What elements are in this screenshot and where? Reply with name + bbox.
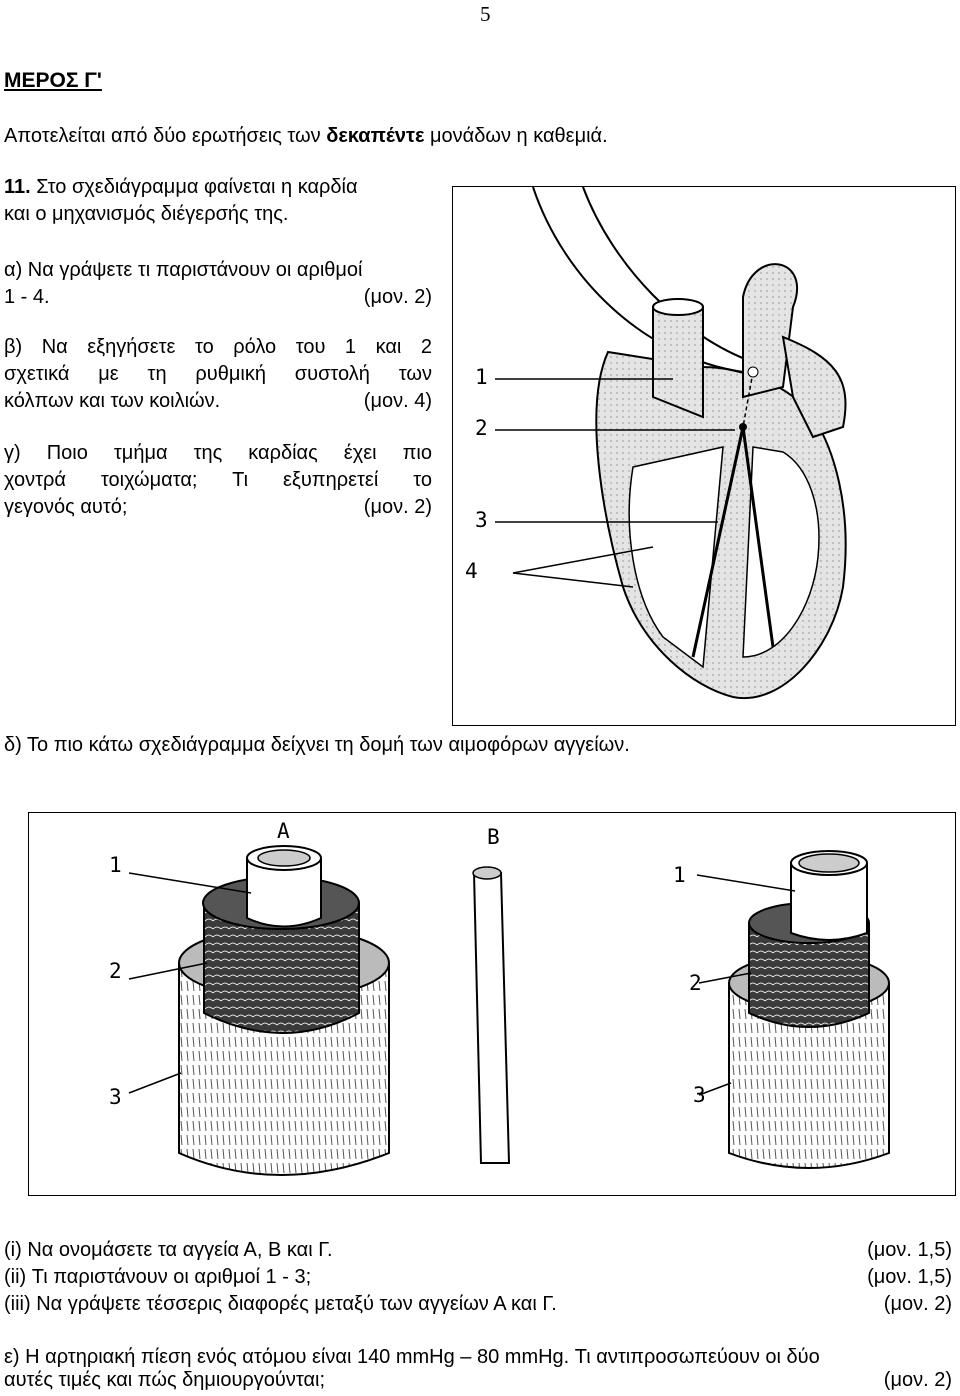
right-number-1: 1 <box>673 863 686 887</box>
b-line-2: σχετικά με τη ρυθμική συστολή των <box>4 363 432 385</box>
heart-diagram: 1 2 3 4 <box>452 186 956 726</box>
right-number-3: 3 <box>693 1083 706 1107</box>
b-line-1: β) Να εξηγήσετε το ρόλο του 1 και 2 <box>4 336 432 358</box>
heart-label-2: 2 <box>475 416 488 440</box>
b-line-3: κόλπων και των κοιλιών. <box>4 390 221 412</box>
d-i-text: (i) Να ονομάσετε τα αγγεία Α, Β και Γ. <box>4 1239 333 1261</box>
e-line-1: ε) Η αρτηριακή πίεση ενός ατόμου είναι 1… <box>4 1346 820 1368</box>
intro-after: μονάδων η καθεμιά. <box>424 125 608 147</box>
heart-label-4: 4 <box>465 559 478 583</box>
question-number: 11. <box>4 176 31 198</box>
intro-bold: δεκαπέντε <box>326 125 425 147</box>
left-number-1: 1 <box>109 853 122 877</box>
page-number: 5 <box>480 2 491 26</box>
d-ii-marks: (μον. 1,5) <box>867 1266 952 1288</box>
question-e: ε) Η αρτηριακή πίεση ενός ατόμου είναι 1… <box>4 1346 952 1392</box>
question-d-ii: (ii) Τι παριστάνουν οι αριθμοί 1 - 3; (μο… <box>4 1266 952 1289</box>
c-line-3: γεγονός αυτό; <box>4 496 128 518</box>
d-i-marks: (μον. 1,5) <box>867 1239 952 1261</box>
heart-label-1: 1 <box>475 365 488 389</box>
question-d-i: (i) Να ονομάσετε τα αγγεία Α, Β και Γ. (μ… <box>4 1239 952 1262</box>
vessels-illustration <box>128 845 890 1176</box>
c-marks: (μον. 2) <box>363 496 432 518</box>
a-marks: (μον. 2) <box>363 286 432 308</box>
heart-illustration <box>495 186 847 700</box>
left-number-3: 3 <box>109 1085 122 1109</box>
e-line-2: αυτές τιμές και πώς δημιουργούνται; <box>4 1369 326 1391</box>
intro-before: Αποτελείται από δύο ερωτήσεις των <box>4 125 327 147</box>
vessel-label-b: Β <box>487 825 500 849</box>
question-d: δ) Το πιο κάτω σχεδιάγραμμα δείχνει τη δ… <box>4 734 630 756</box>
c-line-1: γ) Ποιο τμήμα της καρδίας έχει πιο <box>4 442 432 464</box>
d-ii-text: (ii) Τι παριστάνουν οι αριθμοί 1 - 3; <box>4 1266 312 1288</box>
vessel-label-a: Α <box>277 819 290 843</box>
e-marks: (μον. 2) <box>883 1369 952 1391</box>
b-marks: (μον. 4) <box>363 390 432 412</box>
intro-text: Αποτελείται από δύο ερωτήσεις των δεκαπέ… <box>4 125 608 148</box>
question-a: α) Να γράψετε τι παριστάνουν οι αριθμοί … <box>4 257 432 311</box>
left-number-2: 2 <box>109 959 122 983</box>
right-number-2: 2 <box>689 971 702 995</box>
question-c: γ) Ποιο τμήμα της καρδίας έχει πιο χοντρ… <box>4 440 432 521</box>
stem-line-2: και ο μηχανισμός διέγερσής της. <box>4 203 289 225</box>
a-line-2: 1 - 4. <box>4 286 50 308</box>
d-iii-marks: (μον. 2) <box>883 1293 952 1315</box>
vessel-diagram: Α Β 1 2 3 1 2 3 <box>28 812 956 1196</box>
d-iii-text: (iii) Να γράψετε τέσσερις διαφορές μεταξ… <box>4 1293 557 1315</box>
question-stem: 11. Στο σχεδιάγραμμα φαίνεται η καρδία κ… <box>4 174 432 228</box>
heart-label-3: 3 <box>475 508 488 532</box>
c-line-2: χοντρά τοιχώματα; Τι εξυπηρετεί το <box>4 469 432 491</box>
question-b: β) Να εξηγήσετε το ρόλο του 1 και 2 σχετ… <box>4 334 432 415</box>
section-heading: ΜΕΡΟΣ Γ' <box>4 69 102 92</box>
a-line-1: α) Να γράψετε τι παριστάνουν οι αριθμοί <box>4 259 363 281</box>
stem-line-1: Στο σχεδιάγραμμα φαίνεται η καρδία <box>30 176 358 198</box>
question-d-iii: (iii) Να γράψετε τέσσερις διαφορές μεταξ… <box>4 1293 952 1316</box>
